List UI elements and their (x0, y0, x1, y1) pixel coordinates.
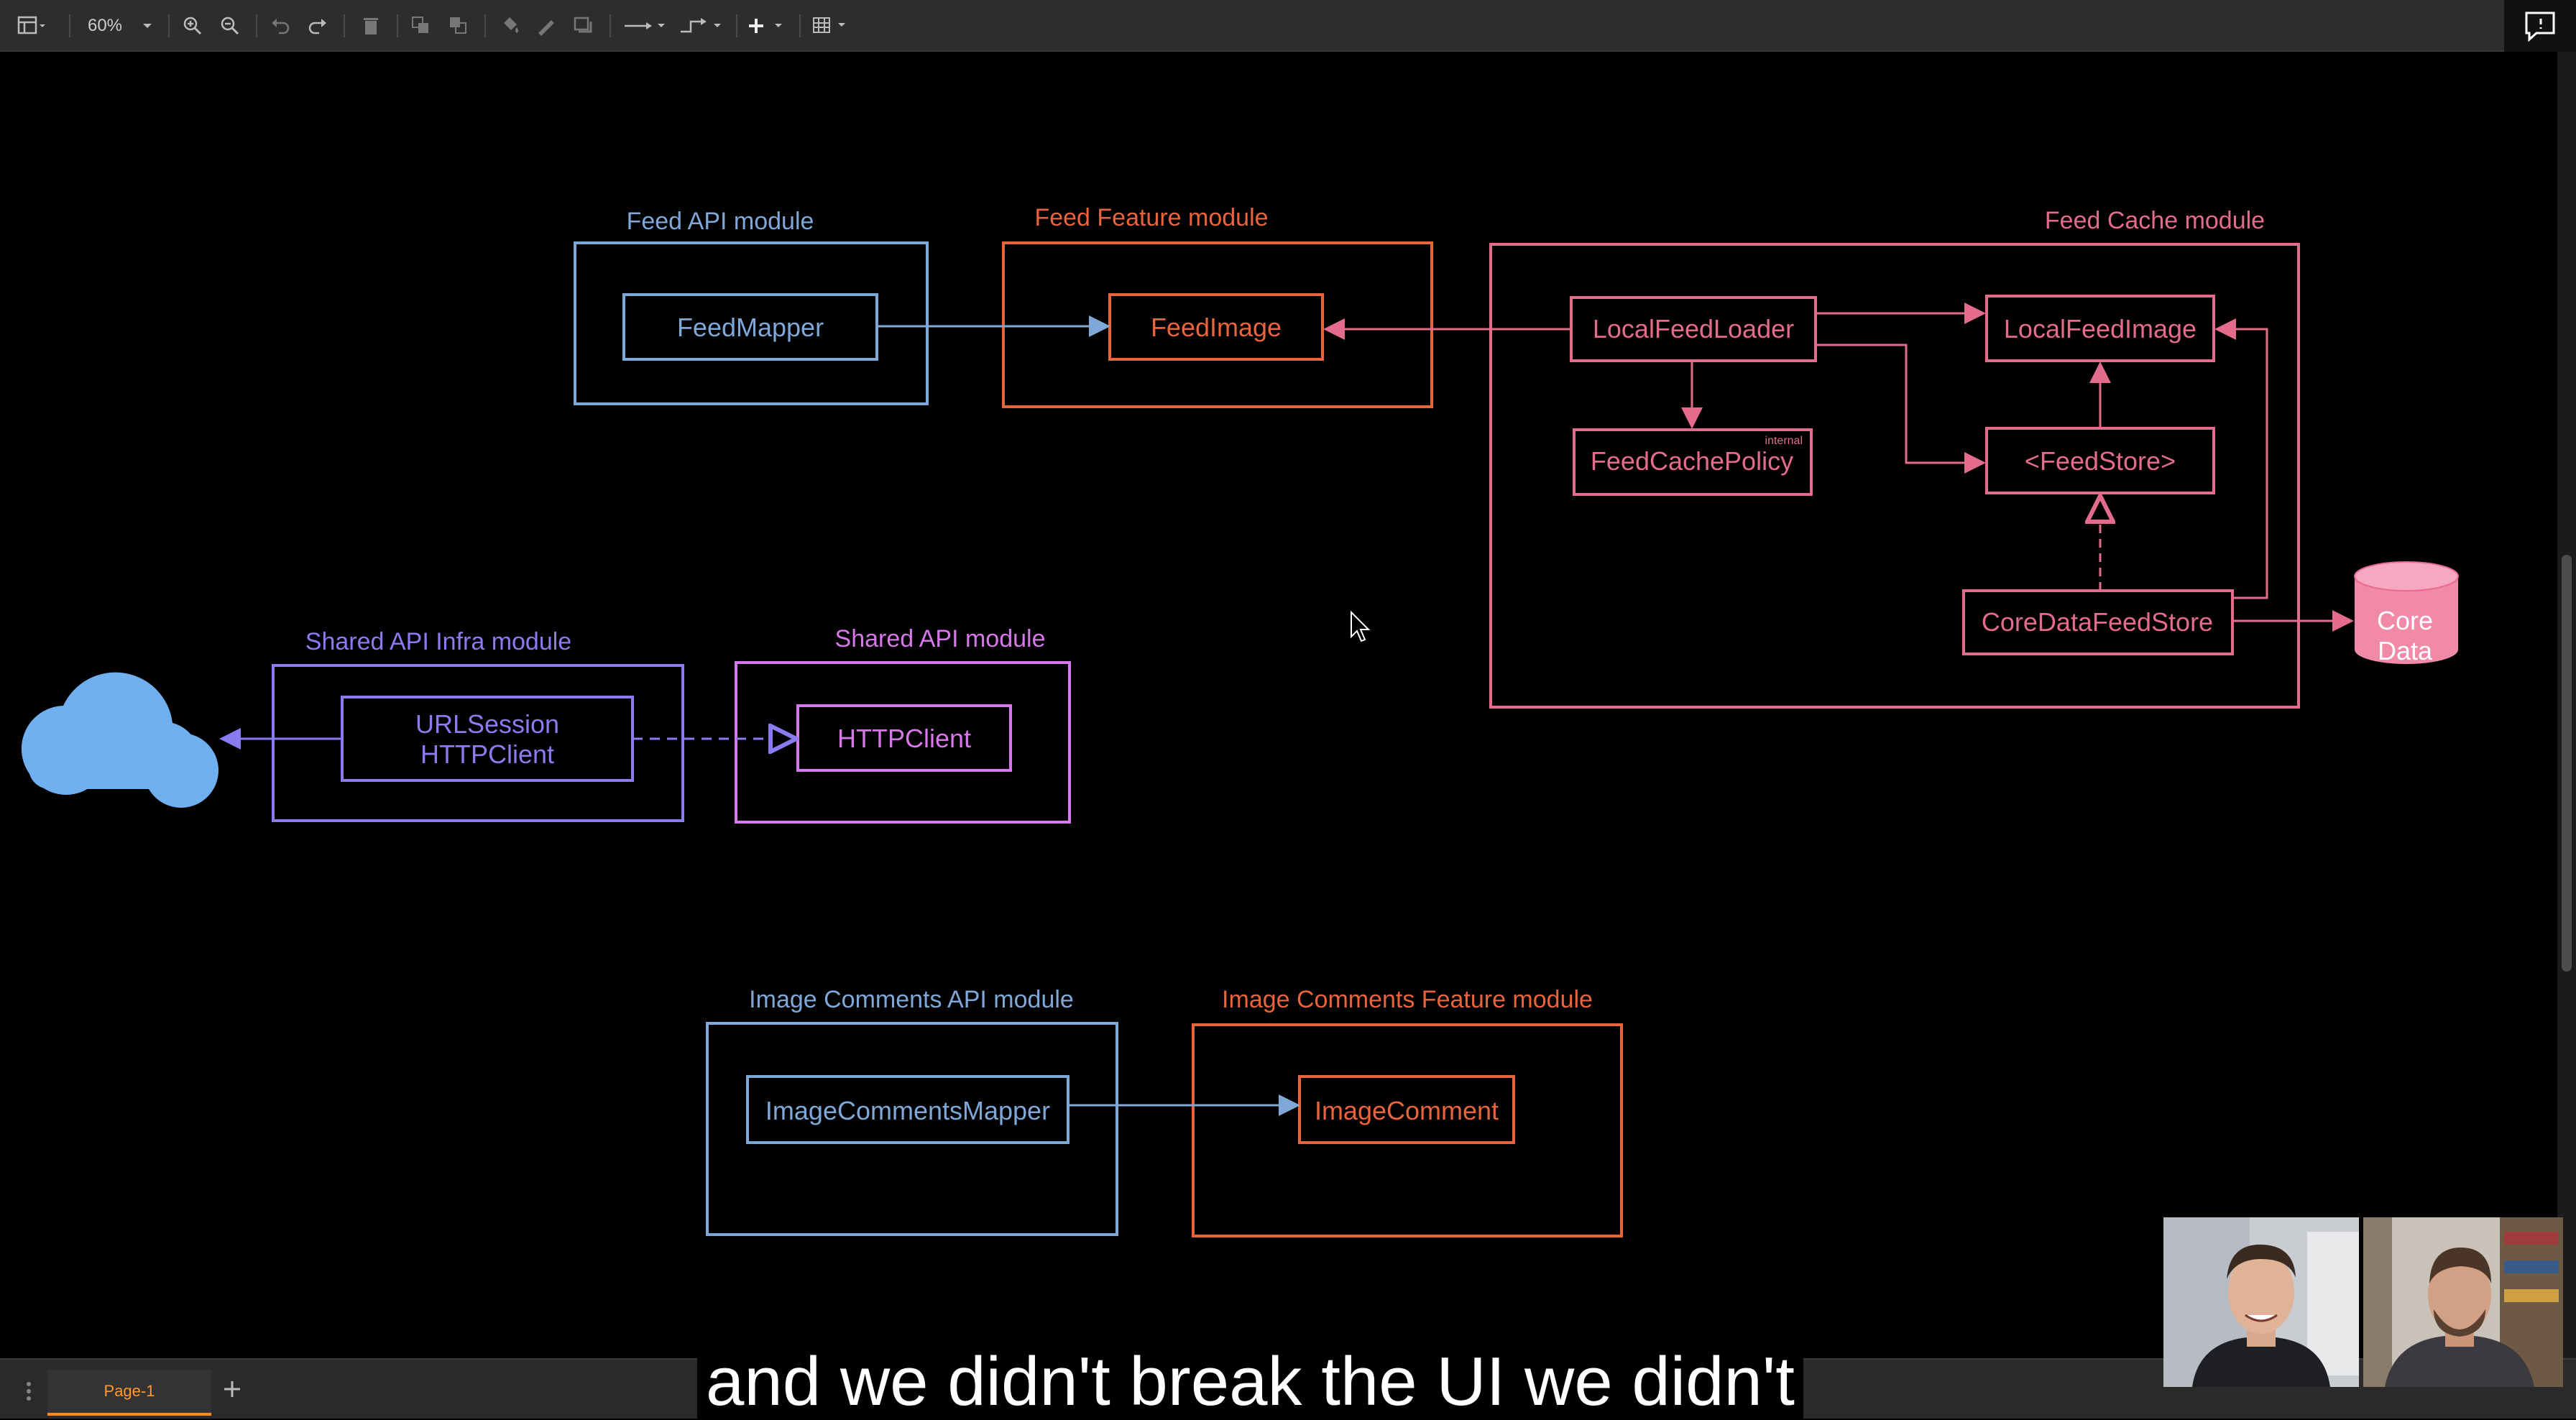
core-data-line1: Core (2377, 606, 2433, 635)
cloud-icon (21, 672, 218, 808)
video-call-thumbnails (2163, 1217, 2563, 1387)
core-data-database-icon[interactable]: Core Data (2354, 561, 2459, 665)
zoom-level-select[interactable]: 60% (80, 13, 160, 39)
feed-cache-module[interactable]: Feed Cache module LocalFeedLoader LocalF… (1489, 207, 2300, 709)
core-data-feed-store-label: CoreDataFeedStore (1982, 607, 2213, 637)
chat-icon[interactable] (2504, 0, 2576, 52)
redo-icon[interactable] (303, 13, 332, 39)
image-comments-api-module[interactable]: Image Comments API module ImageCommentsM… (706, 986, 1118, 1236)
toolbar-separator (344, 14, 345, 37)
fill-color-icon[interactable] (494, 13, 526, 39)
local-feed-image-node[interactable] (1985, 295, 2215, 362)
toolbar: 60% (0, 0, 2576, 52)
toolbar-separator (168, 14, 170, 37)
core-data-feed-store-node[interactable] (1962, 589, 2234, 655)
local-feed-image-label: LocalFeedImage (2004, 314, 2196, 344)
delete-icon[interactable] (356, 13, 385, 39)
image-comments-mapper-node[interactable] (746, 1075, 1070, 1144)
feed-feature-module[interactable]: Feed Feature module FeedImage (1002, 204, 1433, 408)
toolbar-separator (484, 14, 486, 37)
feed-cache-policy-node[interactable] (1573, 428, 1813, 496)
feed-image-label: FeedImage (1151, 313, 1282, 342)
toolbar-separator (610, 14, 611, 37)
toolbar-separator (799, 14, 801, 37)
waypoints-icon[interactable] (676, 13, 726, 39)
mouse-cursor-icon (1351, 610, 1371, 642)
to-front-icon[interactable] (407, 13, 436, 39)
shared-api-infra-module-title: Shared API Infra module (305, 628, 571, 655)
insert-icon[interactable] (745, 13, 791, 39)
table-icon[interactable] (809, 13, 855, 39)
video-caption: and we didn't break the UI we didn't (697, 1345, 1803, 1419)
layout-icon[interactable] (12, 13, 52, 39)
feed-mapper-label: FeedMapper (677, 313, 824, 342)
participant-video-1 (2163, 1217, 2359, 1387)
image-comments-mapper-label: ImageCommentsMapper (765, 1096, 1050, 1125)
participant-video-2 (2363, 1217, 2563, 1387)
feed-api-module-title: Feed API module (627, 208, 814, 235)
feed-feature-module-title: Feed Feature module (1034, 204, 1268, 231)
zoom-level: 60% (87, 16, 123, 35)
toolbar-separator (736, 14, 737, 37)
toolbar-separator (397, 14, 398, 37)
diagram-canvas[interactable]: Feed API module FeedMapper Feed Feature … (0, 52, 2576, 1358)
connection-icon[interactable] (620, 13, 670, 39)
feed-api-module[interactable]: Feed API module FeedMapper (574, 208, 929, 405)
page-tab-1[interactable]: Page-1 (47, 1370, 211, 1416)
shared-api-module[interactable]: Shared API module HTTPClient (735, 625, 1071, 824)
feed-store-label: <FeedStore> (2025, 446, 2176, 476)
feed-cache-policy-label: FeedCachePolicy (1591, 446, 1793, 476)
urlsession-label: URLSession (415, 709, 559, 739)
scrollbar-thumb[interactable] (2562, 555, 2572, 972)
shared-api-module-title: Shared API module (835, 625, 1046, 653)
architecture-diagram: Feed API module FeedMapper Feed Feature … (21, 204, 2459, 1237)
image-comment-label: ImageComment (1315, 1096, 1499, 1125)
line-color-icon[interactable] (530, 13, 562, 39)
shared-api-infra-module[interactable]: Shared API Infra module URLSession HTTPC… (272, 628, 684, 822)
zoom-out-icon[interactable] (216, 13, 244, 39)
zoom-in-icon[interactable] (178, 13, 207, 39)
pages-menu-icon[interactable] (22, 1378, 36, 1404)
feed-cache-module-title: Feed Cache module (2045, 207, 2265, 234)
image-comments-api-module-title: Image Comments API module (749, 986, 1074, 1013)
add-page-icon[interactable] (220, 1377, 244, 1401)
shadow-icon[interactable] (568, 13, 599, 39)
to-back-icon[interactable] (444, 13, 473, 39)
httpclient-impl-label: HTTPClient (420, 739, 554, 769)
core-data-line2: Data (2378, 636, 2433, 665)
httpclient-label: HTTPClient (837, 724, 971, 753)
internal-tag: internal (1765, 435, 1803, 447)
image-comments-feature-module-title: Image Comments Feature module (1222, 986, 1593, 1013)
local-feed-loader-label: LocalFeedLoader (1593, 314, 1794, 344)
vertical-scrollbar[interactable] (2557, 52, 2576, 1358)
toolbar-separator (256, 14, 257, 37)
image-comments-feature-module[interactable]: Image Comments Feature module ImageComme… (1192, 986, 1623, 1237)
toolbar-separator (69, 14, 70, 37)
undo-icon[interactable] (266, 13, 295, 39)
page-tab-label: Page-1 (104, 1382, 155, 1400)
connectors (219, 303, 2354, 1116)
